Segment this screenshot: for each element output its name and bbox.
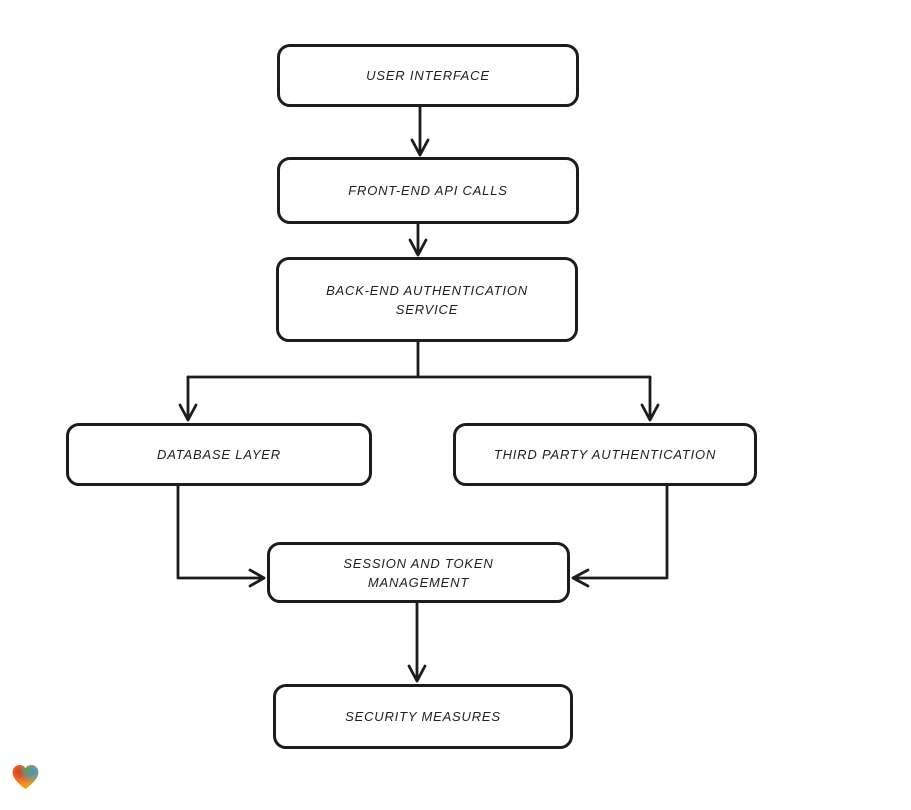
node-label: BACK-END AUTHENTICATION SERVICE (326, 282, 528, 317)
edge-third-party-to-session-management (571, 484, 669, 588)
edge-session-management-to-security-measures (407, 601, 427, 683)
node-security-measures[interactable]: SECURITY MEASURES (273, 684, 573, 749)
node-back-end-authentication-service[interactable]: BACK-END AUTHENTICATION SERVICE (276, 257, 578, 342)
node-label: USER INTERFACE (366, 68, 490, 83)
edge-back-end-branch-rail (186, 340, 652, 379)
node-label: THIRD PARTY AUTHENTICATION (493, 447, 717, 462)
node-third-party-authentication[interactable]: THIRD PARTY AUTHENTICATION (453, 423, 757, 486)
edge-back-end-to-database-layer (178, 375, 198, 422)
edge-user-interface-to-front-end-api-calls (410, 105, 430, 157)
node-label: DATABASE LAYER (157, 447, 281, 462)
edge-database-layer-to-session-management (176, 484, 266, 588)
node-user-interface[interactable]: USER INTERFACE (277, 44, 579, 107)
node-label: SESSION AND TOKEN MANAGEMENT (343, 555, 494, 590)
node-database-layer[interactable]: DATABASE LAYER (66, 423, 372, 486)
heart-shape (12, 764, 39, 790)
node-front-end-api-calls[interactable]: FRONT-END API CALLS (277, 157, 579, 224)
node-label: FRONT-END API CALLS (348, 183, 508, 198)
edge-front-end-api-calls-to-back-end-authentication-service (408, 222, 428, 257)
edge-back-end-to-third-party-authentication (640, 375, 660, 422)
node-session-and-token-management[interactable]: SESSION AND TOKEN MANAGEMENT (267, 542, 570, 603)
node-label: SECURITY MEASURES (345, 709, 501, 724)
gradient-heart-logo[interactable] (9, 760, 42, 793)
